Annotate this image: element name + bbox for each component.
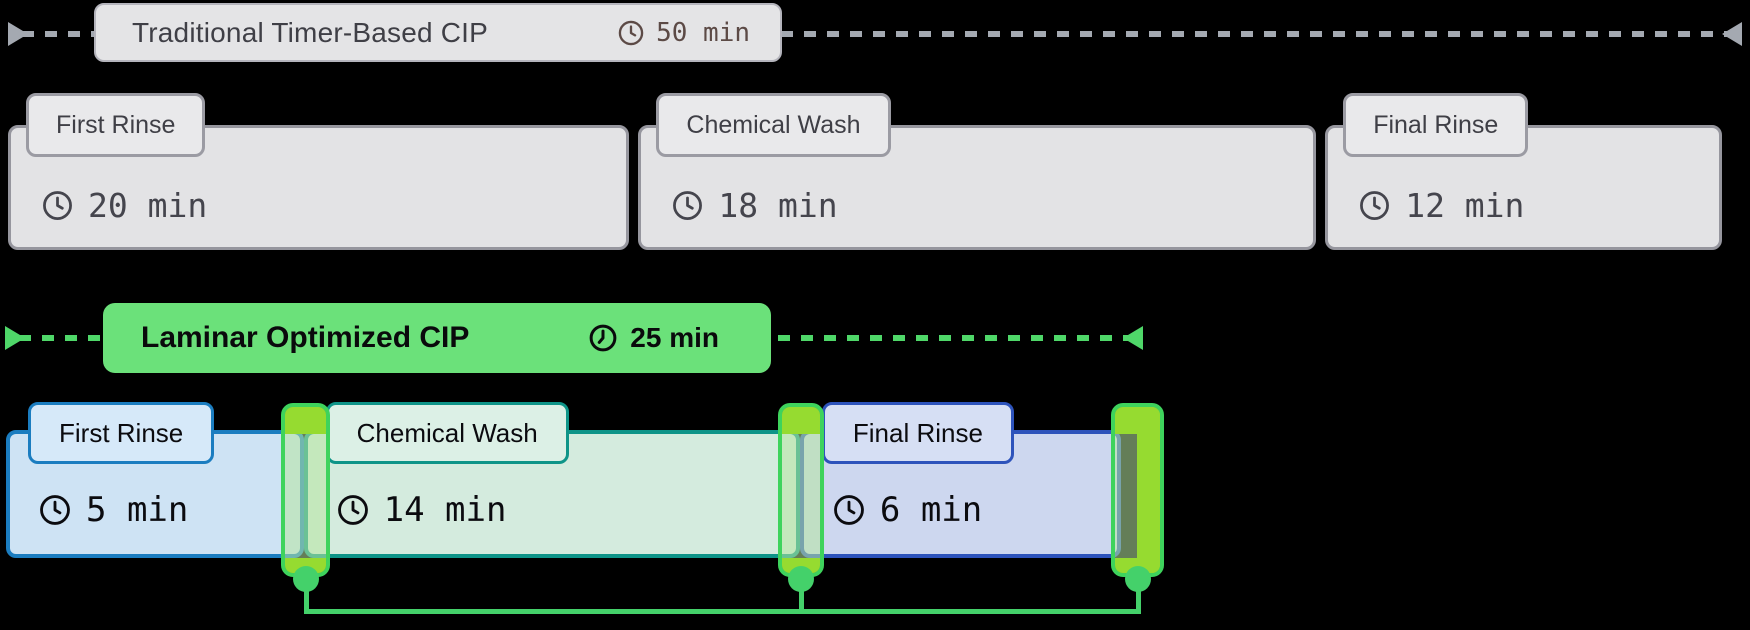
phase-bar-first-rinse: First Rinse 5 min xyxy=(6,402,304,558)
phase-label: First Rinse xyxy=(26,93,206,157)
phase-label: First Rinse xyxy=(28,402,215,464)
optimized-total-duration: 25 min xyxy=(588,322,719,354)
phase-duration-label: 18 min xyxy=(718,186,838,225)
phase-bar-chemical-wash: Chemical Wash 14 min xyxy=(303,402,800,558)
inline-sensor-icon xyxy=(281,403,330,577)
phase-duration: 12 min xyxy=(1358,186,1524,225)
phase-bar-final-rinse: Final Rinse 6 min xyxy=(799,402,1121,558)
span-end-arrow-icon xyxy=(1722,22,1742,46)
sensor-cap xyxy=(285,407,326,434)
clock-icon xyxy=(1360,191,1390,220)
sensor-node-dot xyxy=(293,566,319,592)
sensor-cap xyxy=(782,407,820,434)
clock-icon xyxy=(673,191,703,220)
sensor-connector-bracket xyxy=(304,609,1141,614)
clock-icon xyxy=(618,20,644,45)
phase-label: Final Rinse xyxy=(821,402,1014,464)
traditional-timeline-span xyxy=(8,20,1742,48)
optimized-title: Laminar Optimized CIP xyxy=(141,321,470,354)
sensor-end-column xyxy=(1137,407,1160,573)
phase-duration: 14 min xyxy=(336,490,507,530)
phase-label: Chemical Wash xyxy=(325,402,569,464)
connector-tick xyxy=(1136,587,1141,611)
clock-icon xyxy=(589,324,617,352)
span-start-arrow-icon xyxy=(8,22,28,46)
optimized-total-duration-label: 25 min xyxy=(630,322,719,353)
span-end-arrow-icon xyxy=(1123,326,1143,350)
span-start-arrow-icon xyxy=(5,326,25,350)
phase-bar-first-rinse: First Rinse 20 min xyxy=(8,93,630,250)
clock-icon xyxy=(337,495,368,525)
optimized-header: Laminar Optimized CIP 25 min xyxy=(103,303,771,373)
phase-duration-label: 14 min xyxy=(383,490,507,530)
connector-tick xyxy=(799,587,804,611)
sensor-foot xyxy=(1115,558,1160,573)
phase-duration: 6 min xyxy=(832,490,982,530)
connector-tick xyxy=(304,587,309,611)
clock-icon xyxy=(834,495,864,525)
phase-bar-chemical-wash: Chemical Wash 18 min xyxy=(638,93,1317,250)
phase-duration-label: 12 min xyxy=(1405,186,1525,225)
sensor-node-dot xyxy=(788,566,814,592)
phase-duration: 18 min xyxy=(671,186,838,225)
phase-bar-final-rinse: Final Rinse 12 min xyxy=(1325,93,1723,250)
inline-sensor-icon xyxy=(778,403,824,577)
traditional-header: Traditional Timer-Based CIP 50 min xyxy=(94,3,782,62)
sensor-node-dot xyxy=(1125,566,1151,592)
phase-duration: 5 min xyxy=(38,490,188,530)
phase-duration-label: 20 min xyxy=(88,186,208,225)
phase-label: Chemical Wash xyxy=(656,93,891,157)
clock-icon xyxy=(40,495,70,525)
phase-duration-label: 5 min xyxy=(86,490,189,530)
phase-duration-label: 6 min xyxy=(879,490,983,530)
traditional-title: Traditional Timer-Based CIP xyxy=(132,16,489,48)
dashed-line xyxy=(22,31,1728,37)
phase-duration: 20 min xyxy=(41,186,207,225)
clock-icon xyxy=(43,191,72,220)
phase-label: Final Rinse xyxy=(1343,93,1529,157)
traditional-total-duration: 50 min xyxy=(617,18,750,48)
inline-sensor-icon xyxy=(1111,403,1164,577)
traditional-total-duration-label: 50 min xyxy=(656,17,750,48)
traditional-phase-bars: First Rinse 20 min Chemical Wash 18 min … xyxy=(8,93,1723,250)
optimized-phase-bars: First Rinse 5 min Chemical Wash 14 min F… xyxy=(6,402,1121,558)
sensor-foot xyxy=(285,558,326,573)
